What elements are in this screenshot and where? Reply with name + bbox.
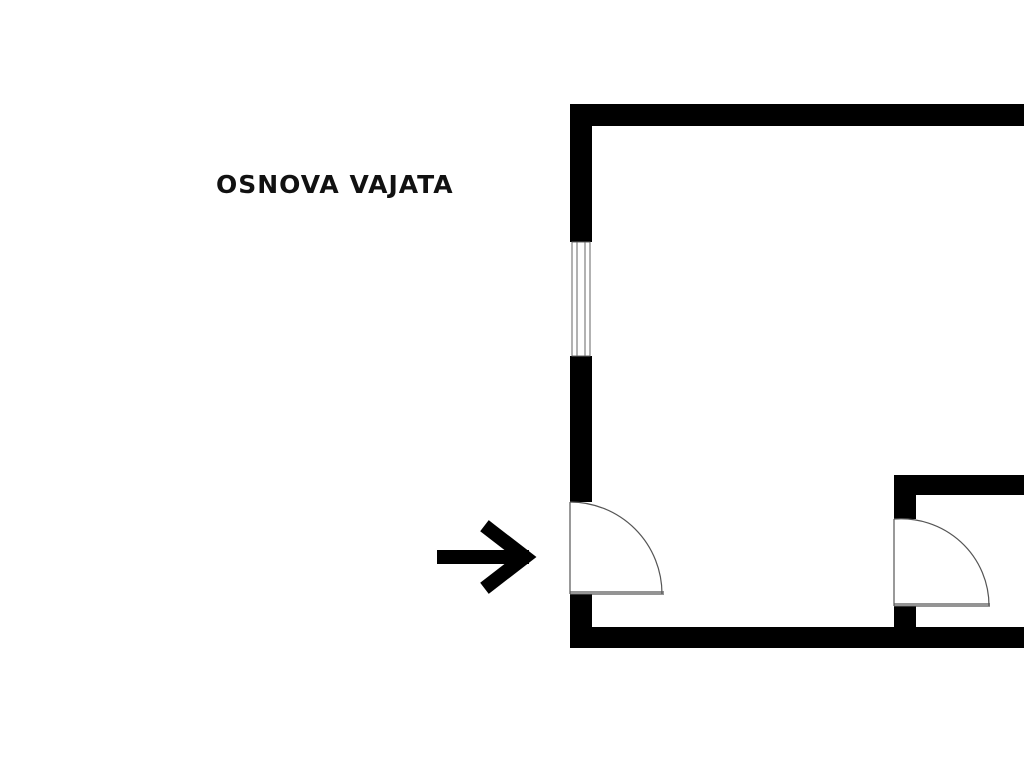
wall-bottom — [570, 627, 1024, 648]
wall-left-middle — [570, 356, 592, 502]
door-entrance — [569, 501, 664, 595]
door-inner — [893, 518, 990, 607]
door-inner-swing — [893, 518, 990, 607]
window-left — [571, 241, 591, 357]
plan-title: OSNOVA VAJATA — [216, 170, 454, 199]
window-frame-inner — [576, 241, 586, 357]
wall-inner-top — [894, 475, 1024, 495]
wall-top — [570, 104, 1024, 126]
wall-inner-left-upper — [894, 475, 916, 519]
wall-inner-left-lower — [894, 606, 916, 648]
door-entrance-swing — [569, 501, 663, 595]
entrance-arrow-icon — [437, 520, 537, 594]
entrance-arrow-head — [480, 520, 537, 594]
wall-left-upper — [570, 104, 592, 242]
walls — [570, 104, 1024, 648]
